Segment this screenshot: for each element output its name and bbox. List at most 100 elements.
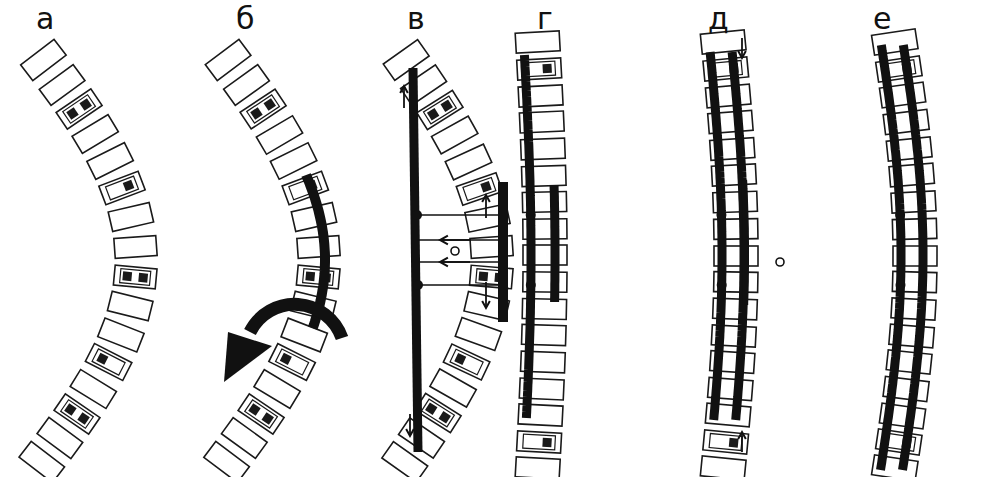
vertebra-body	[85, 344, 131, 381]
vertebra-body	[99, 171, 145, 205]
vertebra-inner	[120, 269, 151, 286]
pedicle-mark	[64, 403, 77, 416]
vertebra	[107, 291, 153, 321]
vertebra-inner	[463, 177, 496, 200]
vertebra-body	[72, 115, 118, 154]
force-arrow-shaft	[440, 261, 470, 263]
vertebra	[517, 431, 562, 453]
vertebra	[515, 457, 560, 477]
force-arrow-head	[440, 258, 448, 267]
vertebra-inner	[245, 400, 278, 428]
vertebra-body	[515, 457, 560, 477]
force-arrow-head	[406, 429, 414, 436]
vertebra	[269, 344, 316, 381]
vertebra-inner	[92, 349, 125, 375]
correction-rod	[881, 45, 902, 470]
pedicle-mark	[123, 180, 135, 192]
vertebra	[703, 430, 749, 454]
vertebra	[113, 265, 157, 289]
pedicle-mark	[305, 271, 315, 281]
vertebra	[19, 441, 65, 477]
vertebra-body	[269, 344, 316, 381]
rod-connector-dot	[413, 280, 423, 290]
rotation-arrow	[250, 304, 342, 338]
pedicle-mark	[439, 411, 451, 423]
vertebra-inner	[63, 95, 96, 123]
vertebra-body	[456, 173, 502, 206]
vertebral-column	[19, 39, 157, 477]
panel-letter: е	[873, 2, 891, 36]
correction-rod	[550, 185, 560, 302]
connector-line	[418, 239, 498, 241]
vertebra-body	[445, 144, 492, 180]
vertebra-body	[297, 236, 340, 259]
vertebra-body	[107, 291, 153, 321]
panel-letter: а	[36, 2, 54, 36]
vertebra-body	[114, 236, 157, 259]
vertebra	[72, 115, 118, 154]
vertebra	[456, 173, 502, 206]
correction-rod	[744, 180, 746, 305]
force-arrow-shaft	[485, 195, 487, 218]
vertebra	[204, 441, 250, 477]
vertebra	[455, 317, 501, 350]
pedicle-mark	[729, 438, 739, 448]
rotation-arrow-head	[224, 332, 272, 382]
vertebra	[114, 236, 157, 259]
pedicle-mark	[280, 353, 292, 365]
vertebra-body	[113, 265, 157, 289]
vertebra-body	[19, 441, 65, 477]
pedicle-mark	[250, 107, 262, 119]
force-arrow-head	[738, 51, 746, 58]
vertebra-inner	[450, 349, 483, 375]
vertebral-column	[382, 40, 513, 477]
pedicle-mark	[427, 108, 439, 120]
pedicle-mark	[122, 271, 132, 281]
vertebra	[296, 265, 340, 289]
panel-letter: д	[708, 2, 729, 36]
pedicle-mark	[138, 273, 148, 283]
correction-rod	[732, 52, 744, 420]
vertebra-inner	[276, 349, 309, 375]
vertebra-body	[431, 116, 477, 154]
vertebra-body	[296, 265, 340, 289]
vertebra-inner	[105, 176, 138, 200]
pedicle-mark	[264, 98, 276, 110]
pedicle-mark	[248, 403, 260, 415]
pedicle-mark	[425, 403, 437, 415]
force-arrow-shaft	[485, 282, 487, 308]
vertebra-body	[98, 318, 144, 352]
vertebra-body	[703, 430, 749, 454]
correction-rod	[524, 55, 531, 418]
rod-connector-dot	[526, 210, 536, 220]
vertebra-inner	[422, 399, 455, 427]
pedicle-mark	[77, 412, 90, 425]
correction-rod	[413, 68, 418, 452]
vertebra-body	[87, 143, 134, 180]
rod-connector-dot	[716, 210, 726, 220]
vertebra-inner	[709, 434, 742, 451]
force-arrow-head	[482, 301, 490, 308]
force-arrow-head	[738, 432, 746, 439]
force-arrow-shaft	[440, 239, 470, 241]
force-arrow-shaft	[409, 414, 411, 436]
rod-connector-dot	[412, 210, 422, 220]
vertebra	[99, 171, 145, 205]
vertebral-column	[700, 30, 758, 477]
vertebra	[98, 318, 144, 352]
vertebra-body	[108, 203, 153, 232]
pedicle-mark	[454, 353, 466, 365]
rod-connector-dot	[717, 280, 727, 290]
pedicle-mark	[542, 438, 551, 447]
vertebra	[281, 318, 327, 352]
vertebra	[431, 116, 477, 154]
vertebra-body	[517, 431, 562, 453]
panel-letter: б	[236, 2, 255, 36]
rod-connector-dot	[895, 210, 905, 220]
correction-rod	[710, 52, 722, 420]
pivot-circle	[451, 247, 459, 255]
pedicle-mark	[261, 412, 273, 424]
vertebra	[85, 344, 131, 381]
vertebra-inner	[523, 434, 556, 450]
